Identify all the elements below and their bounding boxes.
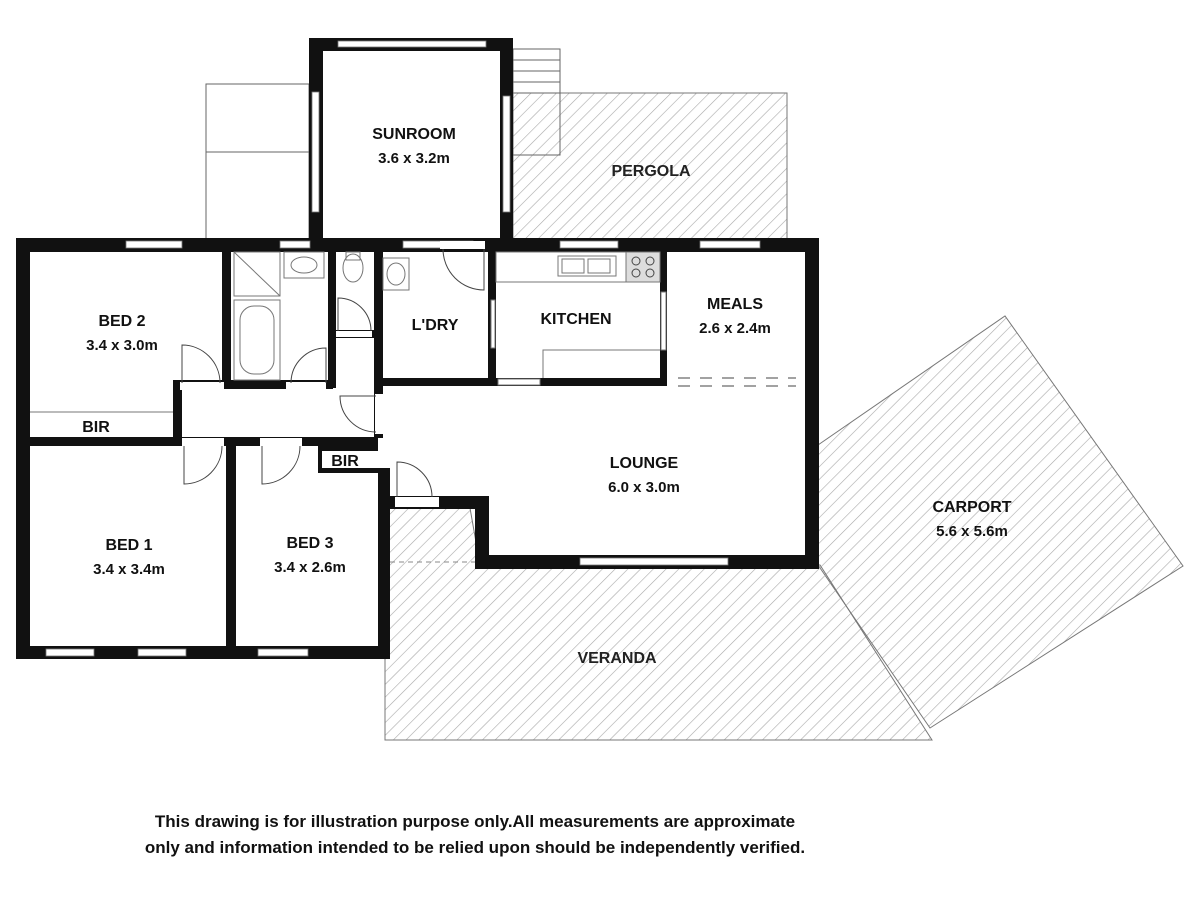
window [279, 240, 311, 249]
window [699, 240, 761, 249]
disclaimer-line-1: This drawing is for illustration purpose… [154, 812, 796, 831]
left-wall [16, 238, 30, 658]
bath-bottom-wall [173, 380, 333, 389]
labels: SUNROOM 3.6 x 3.2m PERGOLA BED 2 3.4 x 3… [82, 126, 1012, 667]
window [257, 648, 309, 657]
opening [678, 378, 796, 386]
hall-left-wall [173, 380, 182, 446]
window [579, 557, 729, 566]
shower [233, 251, 281, 297]
room-size-bed1: 3.4 x 3.4m [93, 561, 165, 578]
bir-bottom-wall [318, 468, 390, 473]
laundry-basin [386, 262, 406, 286]
door-gap [182, 438, 224, 446]
room-name-laundry: L'DRY [412, 317, 459, 334]
bed1-right-wall [226, 437, 236, 659]
outdoor-name-carport: CARPORT [932, 499, 1011, 516]
outdoor-name-pergola: PERGOLA [611, 163, 691, 180]
door-gap [286, 382, 326, 390]
kitchen-island [542, 349, 660, 378]
bed2-right-wall [222, 238, 231, 383]
lounge-step-vertical [475, 496, 489, 569]
room-name-sunroom: SUNROOM [372, 126, 456, 143]
door-gap [336, 331, 372, 337]
burner [645, 256, 655, 266]
window [137, 648, 187, 657]
basin [290, 256, 318, 274]
door-swing [442, 248, 485, 291]
fixtures [30, 251, 661, 413]
windows [45, 40, 761, 657]
burner [645, 268, 655, 278]
door-gap [260, 438, 302, 446]
door-gap [440, 241, 485, 249]
right-wall [805, 238, 819, 568]
opening [660, 291, 667, 351]
room-name-bed1: BED 1 [105, 537, 152, 554]
bed3-right-wall [378, 470, 390, 659]
room-name-bed3: BED 3 [286, 535, 333, 552]
burner [631, 268, 641, 278]
opening [490, 299, 496, 349]
vanity [283, 251, 325, 279]
outdoor-areas [205, 48, 1184, 741]
sink [557, 255, 617, 277]
toilet-tank [345, 251, 361, 261]
room-name-lounge: LOUNGE [610, 455, 679, 472]
room-name-bir-left: BIR [82, 419, 110, 436]
sink-bowl [561, 258, 585, 274]
window [559, 240, 619, 249]
room-size-meals: 2.6 x 2.4m [699, 320, 771, 337]
outdoor-size-carport: 5.6 x 5.6m [936, 523, 1008, 540]
room-size-bed2: 3.4 x 3.0m [86, 337, 158, 354]
doors [180, 241, 796, 507]
door-swing [337, 297, 372, 332]
shower-diag [233, 251, 281, 297]
door-swing [261, 445, 301, 485]
bathtub [233, 299, 281, 381]
room-size-bed3: 3.4 x 2.6m [274, 559, 346, 576]
window [502, 95, 511, 213]
door-swing [339, 395, 377, 433]
door-swing [183, 445, 223, 485]
bath-right-wall [328, 238, 336, 388]
cooktop [625, 251, 661, 283]
window [311, 91, 320, 213]
room-name-bir-right: BIR [331, 453, 359, 470]
laundry-left-wall [374, 238, 383, 438]
window [337, 40, 487, 48]
door-gap [180, 382, 224, 390]
bir-top-wall [318, 446, 378, 451]
door-swing [181, 344, 221, 384]
window [125, 240, 183, 249]
door-gap [375, 394, 383, 434]
room-size-sunroom: 3.6 x 3.2m [378, 150, 450, 167]
opening [497, 378, 541, 386]
room-name-kitchen: KITCHEN [540, 311, 611, 328]
deck-area [205, 83, 310, 241]
window [45, 648, 95, 657]
toilet [342, 253, 364, 283]
room-size-lounge: 6.0 x 3.0m [608, 479, 680, 496]
bir-left-wall [318, 446, 322, 473]
laundry-tub [382, 257, 410, 291]
burner [631, 256, 641, 266]
door-gap [395, 497, 439, 507]
disclaimer-line-2: only and information intended to be reli… [144, 838, 806, 857]
bed2-bottom-wall [16, 437, 182, 446]
sink-bowl [587, 258, 611, 274]
bathtub-inner [239, 305, 275, 375]
room-name-meals: MEALS [707, 296, 763, 313]
room-name-bed2: BED 2 [98, 313, 145, 330]
door-swing [290, 347, 327, 384]
door-swing [396, 461, 433, 498]
outdoor-name-veranda: VERANDA [577, 650, 657, 667]
